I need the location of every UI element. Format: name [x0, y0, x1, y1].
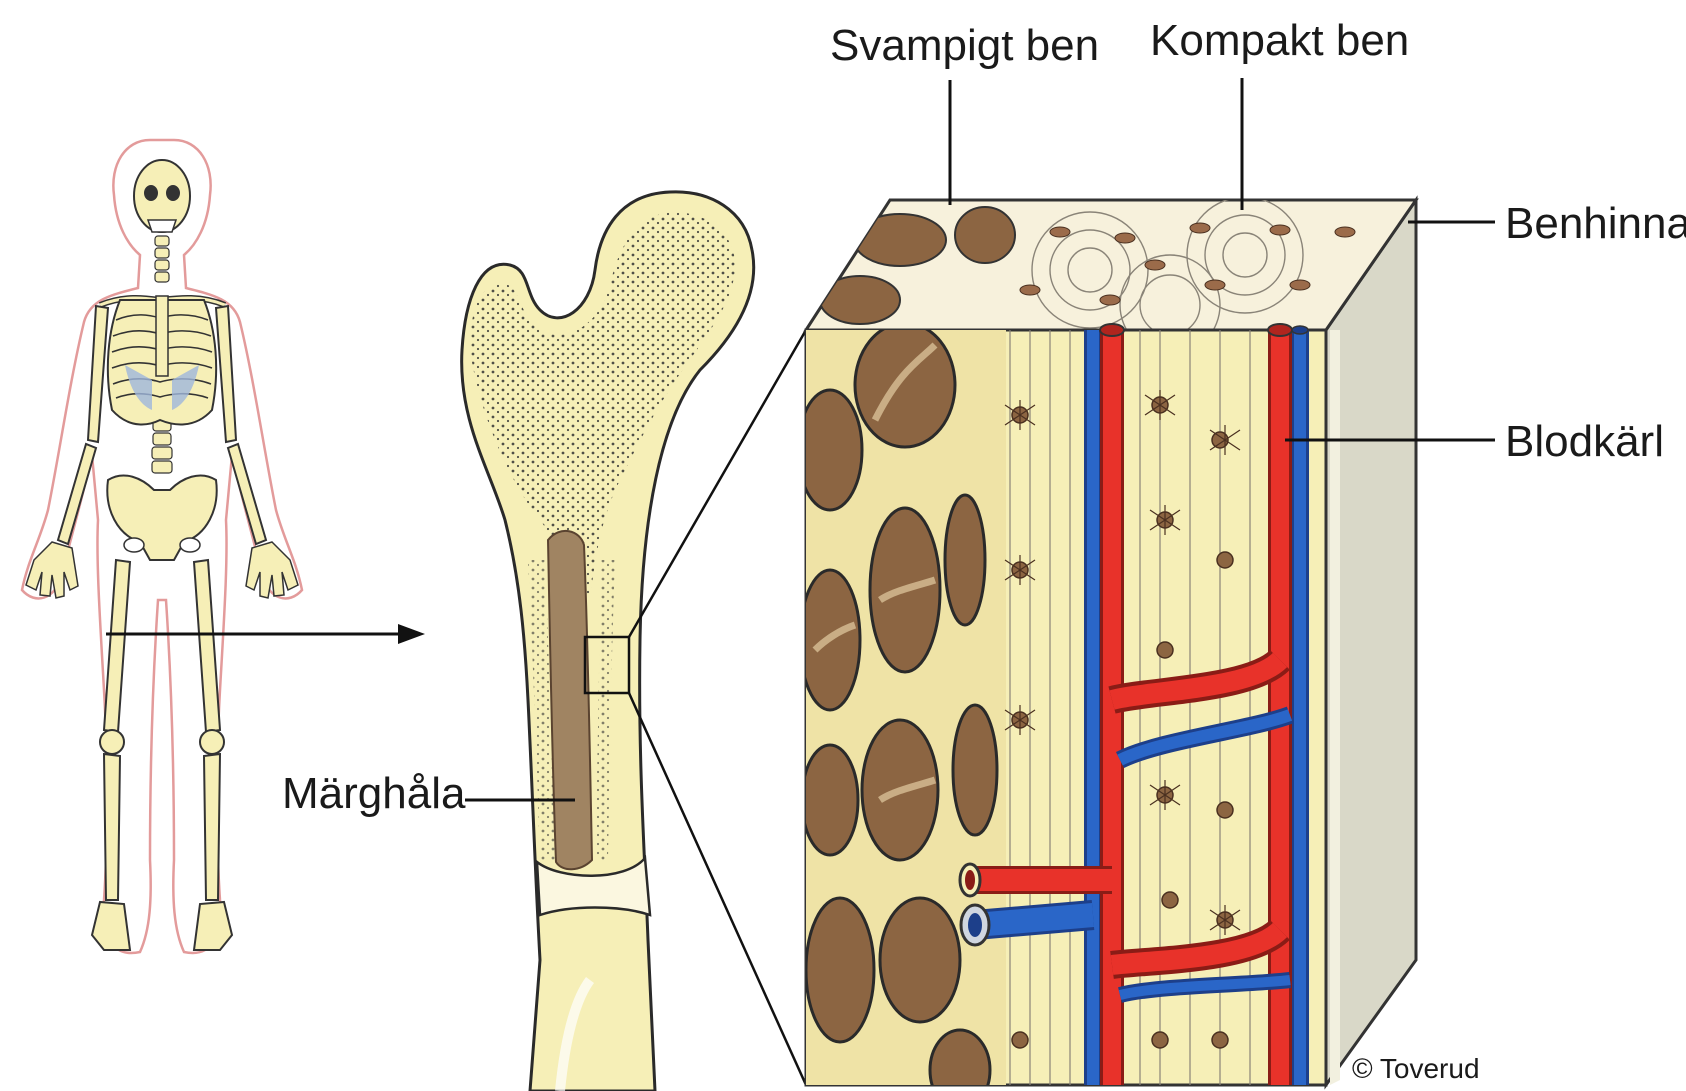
spongy-bone-label: Svampigt ben — [830, 21, 1099, 70]
label-spongy-bone: Svampigt ben — [830, 21, 1099, 205]
blood-vessels-label: Blodkärl — [1505, 417, 1664, 466]
label-compact-bone: Kompakt ben — [1150, 16, 1409, 210]
skeleton-figure — [22, 140, 302, 953]
compact-bone-label: Kompakt ben — [1150, 16, 1409, 65]
periosteum-label: Benhinna — [1505, 199, 1686, 248]
copyright-credit: © Toverud — [1352, 1053, 1480, 1084]
pointer-arrow — [106, 624, 425, 644]
marrow-cavity — [548, 531, 592, 869]
label-periosteum: Benhinna — [1408, 199, 1686, 248]
femur-illustration — [462, 192, 754, 1091]
bone-cross-section — [798, 197, 1416, 1091]
marrow-cavity-label: Märghåla — [282, 769, 466, 818]
